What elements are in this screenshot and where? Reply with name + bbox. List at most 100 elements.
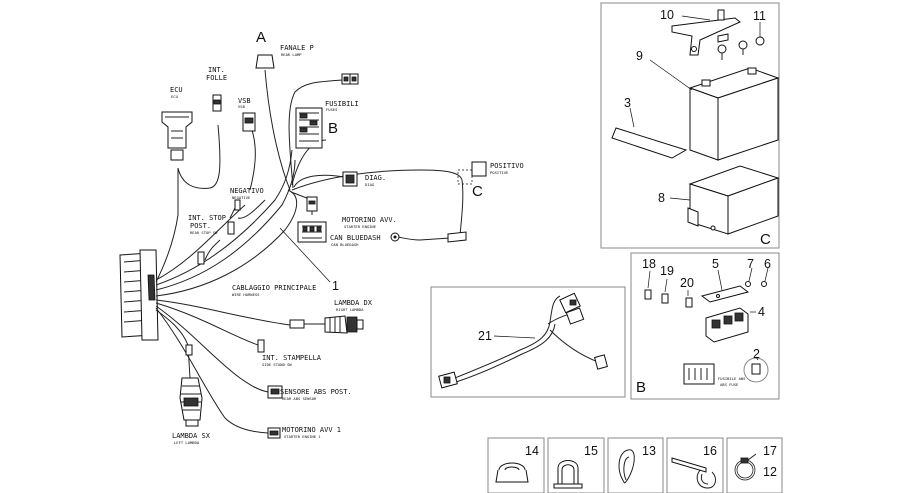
part-number-1: 1 [332, 279, 339, 293]
int-folle-label: INT. [208, 66, 225, 74]
small-screws: 7 6 [745, 257, 771, 287]
sensore-abs-label: SENSORE ABS POST. [280, 388, 352, 396]
fusibile-abs-label: FUSIBILE ABS [718, 376, 746, 381]
diagnostic-connector: DIAG. DIAG [342, 171, 386, 187]
part-number-13: 13 [642, 444, 656, 458]
right-lambda-connector: LAMBDA DX RIGHT LAMBDA [289, 299, 373, 334]
callout-b: B [328, 120, 338, 137]
sensore-abs-sub: REAR ABS SENSOR [282, 396, 317, 401]
left-lambda-connector: LAMBDA SX LEFT LAMBDA [172, 344, 211, 445]
fusibili-label: FUSIBILI [325, 100, 359, 108]
negative-terminal: NEGATIVO NEGATIVE [230, 187, 264, 211]
part-number-5: 5 [712, 257, 719, 271]
part-number-2: 2 [753, 347, 760, 361]
motorino-avv-sub: STARTER ENGINE [344, 224, 377, 229]
starter-engine-1-connector: MOTORINO AVV 1 STARTER ENGINE 1 [267, 426, 341, 439]
vsb-sub: VSB [238, 104, 246, 109]
twin-connector [341, 73, 359, 85]
side-stand-switch-connector: INT. STAMPELLA SIDE STAND SW [257, 339, 322, 367]
can-bluedash-connector: CAN BLUEDASH CAN BLUEDASH [297, 221, 381, 247]
neutral-switch-connector: INT. FOLLE [206, 66, 227, 112]
motorino-avv-1-label: MOTORINO AVV 1 [282, 426, 341, 434]
part-number-19: 19 [660, 264, 674, 278]
rear-abs-sensor-connector: SENSORE ABS POST. REAR ABS SENSOR [267, 385, 352, 401]
abs-fuse-holder: 2 FUSIBILE ABS ABS FUSE [683, 347, 769, 387]
callout-c: C [472, 183, 483, 200]
lambda-sx-sub: LEFT LAMBDA [174, 440, 200, 445]
part-number-14: 14 [525, 444, 539, 458]
int-stop-label2: POST. [190, 222, 211, 230]
part-number-16: 16 [703, 444, 717, 458]
positivo-sub: POSITIVE [490, 170, 509, 175]
diag-sub: DIAG [365, 182, 375, 187]
motorino-avv-label: MOTORINO AVV. [342, 216, 397, 224]
bluedash-sub: CAN BLUEDASH [331, 242, 359, 247]
positivo-label: POSITIVO [490, 162, 524, 170]
fuse-panel [630, 252, 780, 400]
positive-terminal: POSITIVO POSITIVE C [457, 161, 524, 200]
part-number-20: 20 [680, 276, 694, 290]
int-stampella-label: INT. STAMPELLA [262, 354, 322, 362]
blade-fuses: 18 19 20 [642, 257, 694, 308]
part-number-15: 15 [584, 444, 598, 458]
clip-15: 15 [547, 437, 605, 493]
cablaggio-sub: WIRE HARNESS [232, 292, 260, 297]
main-multi-connector [119, 249, 159, 341]
int-stampella-sub: SIDE STAND SW [262, 362, 292, 367]
part-number-21: 21 [478, 329, 492, 343]
fuse-panel-callout: B [636, 379, 646, 396]
starter-engine-cable: MOTORINO AVV. STARTER ENGINE [342, 216, 467, 243]
motorino-avv-1-sub: STARTER ENGINE 1 [284, 434, 321, 439]
fanale-sub: REAR LAMP [281, 52, 302, 57]
fusibile-abs-sub: ABS FUSE [720, 382, 739, 387]
battery: 9 [636, 49, 780, 161]
main-harness-label: CABLAGGIO PRINCIPALE WIRE HARNESS 1 [232, 227, 339, 297]
bluedash-label: CAN BLUEDASH [330, 234, 381, 242]
battery-bracket: 10 [660, 8, 741, 56]
fuse-holder-bracket: 5 [700, 257, 750, 303]
cablaggio-label: CABLAGGIO PRINCIPALE [232, 284, 316, 292]
fuse-block: 4 [705, 305, 765, 343]
clip-16: 16 [666, 437, 724, 493]
battery-panel [600, 2, 780, 249]
clip-13: 13 [607, 437, 664, 493]
int-stop-label: INT. STOP [188, 214, 226, 222]
part-number-11: 11 [753, 9, 766, 23]
battery-pad: 3 [611, 96, 688, 159]
part-number-17: 17 [763, 444, 777, 458]
fuse-box-connector: FUSIBILI FUSES B [295, 100, 359, 149]
part-number-10: 10 [660, 8, 674, 22]
part-number-3: 3 [624, 96, 631, 110]
ecu-label: ECU [170, 86, 183, 94]
rear-lamp-connector: A FANALE P REAR LAMP [255, 29, 314, 69]
harness-21-panel [430, 286, 626, 398]
int-stop-sub: REAR STOP SW [190, 230, 218, 235]
cable-tie-17-12: 17 12 [726, 437, 783, 493]
fusibili-sub: FUSES [326, 107, 338, 112]
main-wiring-harness [119, 69, 464, 434]
rear-stop-switch-connector: INT. STOP POST. REAR STOP SW [188, 214, 235, 265]
part-number-18: 18 [642, 257, 656, 271]
diag-label: DIAG. [365, 174, 386, 182]
part-number-7: 7 [747, 257, 754, 271]
lambda-dx-label: LAMBDA DX [334, 299, 373, 307]
battery-panel-callout: C [760, 231, 771, 248]
lambda-sx-label: LAMBDA SX [172, 432, 211, 440]
part-number-4: 4 [758, 305, 765, 319]
part-number-12: 12 [763, 465, 777, 479]
part-number-6: 6 [764, 257, 771, 271]
lambda-dx-sub: RIGHT LAMBDA [336, 307, 364, 312]
battery-box: 8 [658, 165, 780, 235]
callout-a: A [256, 29, 266, 46]
sub-harness-21: 21 [438, 292, 608, 389]
vsb-connector: VSB VSB [238, 97, 256, 132]
int-folle-label2: FOLLE [206, 74, 227, 82]
inline-connector [306, 196, 318, 212]
part-number-8: 8 [658, 191, 665, 205]
negativo-label: NEGATIVO [230, 187, 264, 195]
part-number-9: 9 [636, 49, 643, 63]
clip-14: 14 [487, 437, 545, 493]
ecu-connector: ECU ECU [161, 86, 193, 161]
vsb-label: VSB [238, 97, 251, 105]
